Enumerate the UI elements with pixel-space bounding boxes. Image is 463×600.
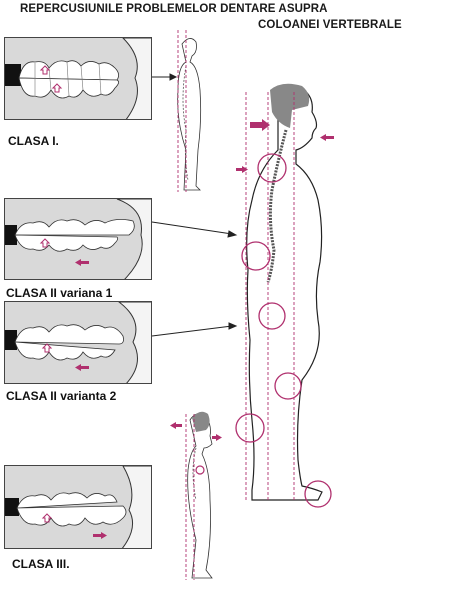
page-title-line-1: REPERCUSIUNILE PROBLEMELOR DENTARE ASUPR… bbox=[20, 3, 328, 15]
vertical-reference-lines bbox=[177, 30, 187, 192]
vertical-reference-lines-class-3 bbox=[185, 414, 195, 580]
class-2-var-2-label: CLASA II varianta 2 bbox=[6, 389, 117, 403]
class-3-markers bbox=[170, 422, 222, 475]
dental-panel-class-3 bbox=[4, 465, 152, 549]
dental-panel-class-2-var-2 bbox=[4, 301, 152, 384]
main-reference-lines bbox=[245, 92, 295, 502]
dental-occlusion-illustration bbox=[5, 38, 151, 119]
dental-occlusion-illustration bbox=[5, 302, 151, 383]
class-1-label: CLASA I. bbox=[8, 134, 59, 148]
tension-point-circles bbox=[235, 153, 332, 508]
force-arrows bbox=[236, 119, 334, 173]
page-title-line-2: COLOANEI VERTEBRALE bbox=[258, 19, 402, 31]
dental-panel-class-2-var-1 bbox=[4, 198, 152, 280]
class-3-label: CLASA III. bbox=[12, 557, 70, 571]
dental-panel-class-1 bbox=[4, 37, 152, 120]
main-figure-body bbox=[246, 83, 323, 501]
small-figure-class-1 bbox=[177, 38, 202, 191]
small-figure-class-3 bbox=[187, 411, 213, 579]
class-2-var-1-label: CLASA II variana 1 bbox=[6, 286, 113, 300]
dental-occlusion-illustration bbox=[5, 466, 151, 548]
connector-arrows bbox=[151, 73, 238, 337]
dental-occlusion-illustration bbox=[5, 199, 151, 279]
